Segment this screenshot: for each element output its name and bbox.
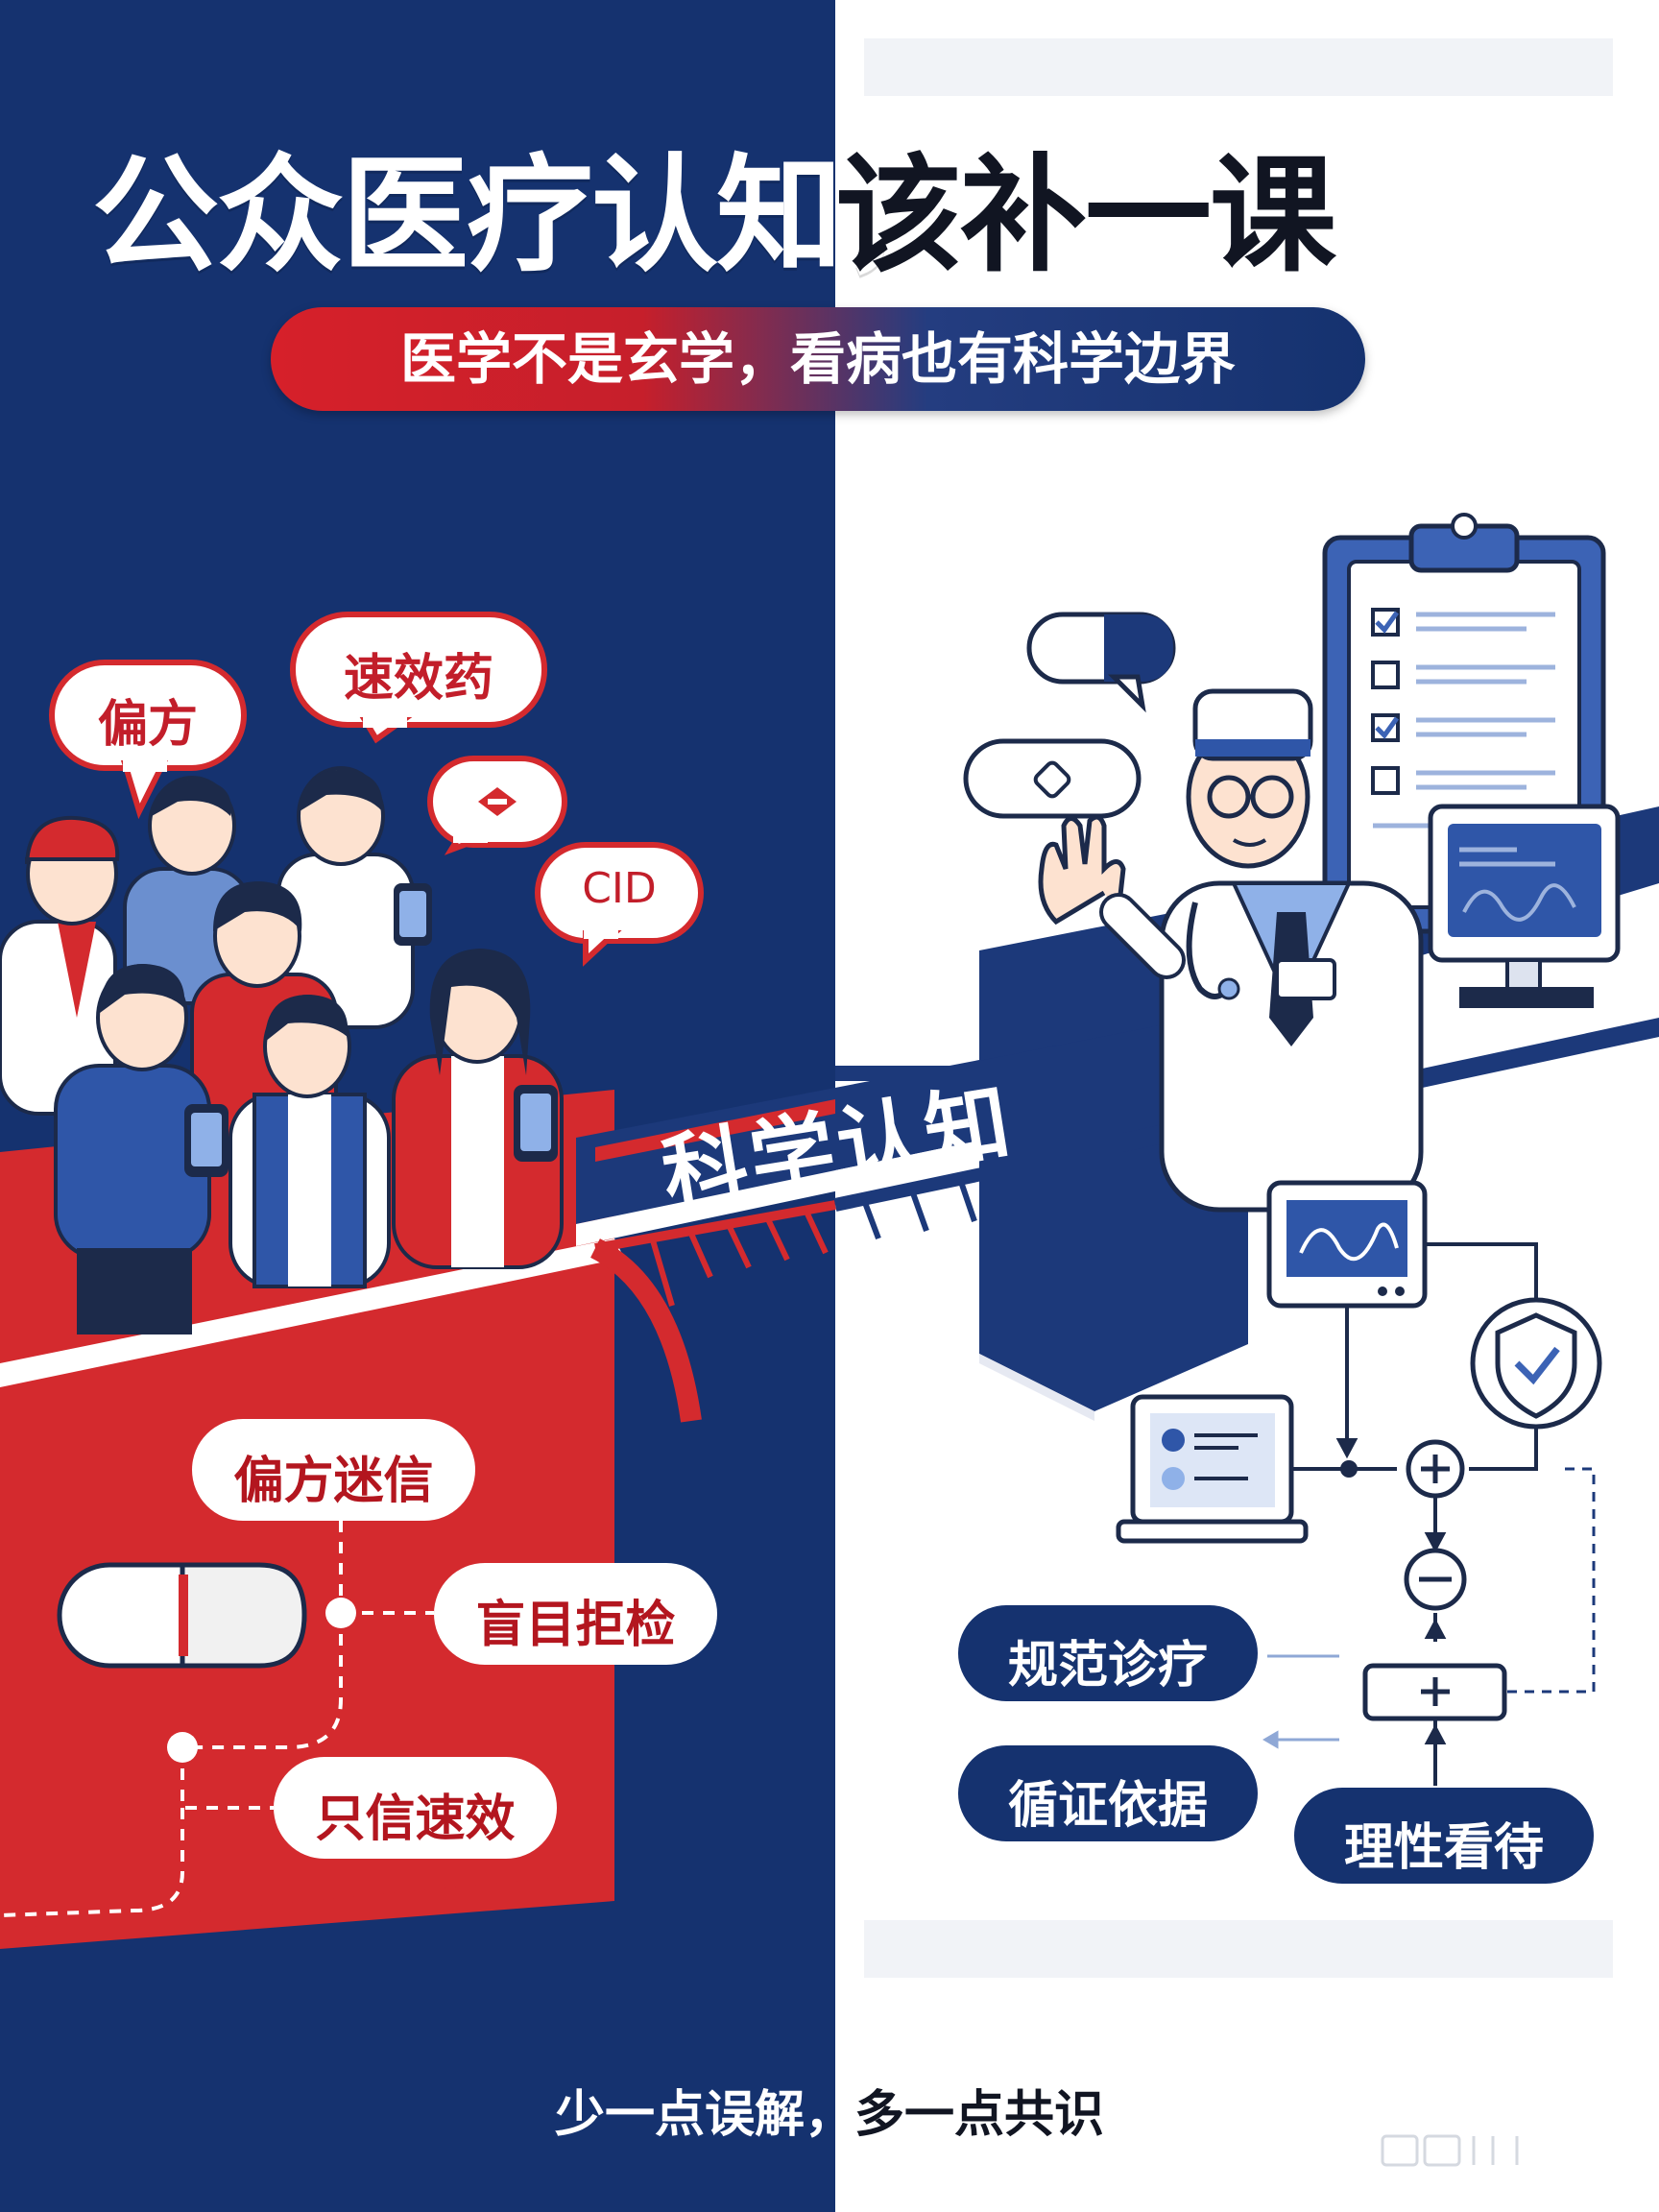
checkbox-icon [1371,766,1400,795]
checkbox-icon [1371,608,1400,637]
subtitle-text: 医学不是玄学，看病也有科学边界 [399,326,1236,392]
monitor-icon [1266,1180,1428,1309]
connector-dot [325,1598,356,1628]
principle-pill-1 [958,1605,1258,1701]
corner-watermark [1381,2134,1519,2167]
person-red-jacket [392,949,564,1269]
principle-pill-3 [1294,1788,1594,1884]
speech-bubble-icon [535,842,704,967]
doctor [1038,688,1424,1213]
speech-bubble-icon [427,756,567,855]
connector-dot [167,1732,198,1763]
checkbox-icon [1371,713,1400,742]
myth-label-1: 偏方迷信 [233,1453,434,1510]
footer-right: 多一点共识 [854,2086,1105,2144]
footer: 少一点误解，多一点共识 [0,2074,1659,2146]
clipboard-icon [1322,513,1606,934]
myth-pill-2 [434,1563,717,1665]
checkbox-icon [1371,661,1400,689]
bridge-arch-left [589,1238,702,1423]
right-background-pattern [864,38,1613,1978]
principle-pill-2 [958,1745,1258,1841]
red-platform-edge [0,1238,624,1387]
monitor-icon [1428,804,1621,1008]
principle-label-1: 规范诊疗 [1007,1637,1208,1695]
person-navy-sweater [54,964,228,1334]
myth-connectors [0,1521,434,1917]
shield-check-icon [1470,1297,1602,1430]
myth-pill-1 [192,1419,475,1521]
headline-right: 该补一课 [835,142,1336,290]
laptop-icon [1116,1394,1309,1544]
myth-label-2: 盲目拒检 [475,1597,676,1654]
subtitle-pill [271,307,1365,411]
headline-left: 公众医疗认知， [92,142,968,290]
footer-left: 少一点误解， [554,2086,854,2144]
right-pillar-base [979,1354,1094,1421]
principle-label-3: 理性看待 [1343,1819,1544,1877]
bubble-text-2: 速效药 [343,650,493,708]
bridge-truss-red [612,1210,829,1307]
myth-pill-3 [274,1757,557,1859]
bridge-railing-red [595,1099,835,1162]
person-vest [228,995,391,1288]
pill-capsule-icon [57,1562,307,1669]
pill-capsule-icon [963,738,1142,819]
flowchart [958,1180,1602,1884]
bubble-text-1: 偏方 [97,696,198,754]
myth-label-3: 只信速效 [315,1791,516,1848]
crowd [0,766,564,1334]
principle-label-2: 循证依据 [1007,1777,1208,1835]
speech-bubble-icon [1026,612,1176,713]
bridge-rail-red [594,1200,836,1253]
speech-bubble-icon [290,612,547,744]
speech-bubble-icon [49,660,247,820]
bubble-text-3: CID [582,864,657,913]
